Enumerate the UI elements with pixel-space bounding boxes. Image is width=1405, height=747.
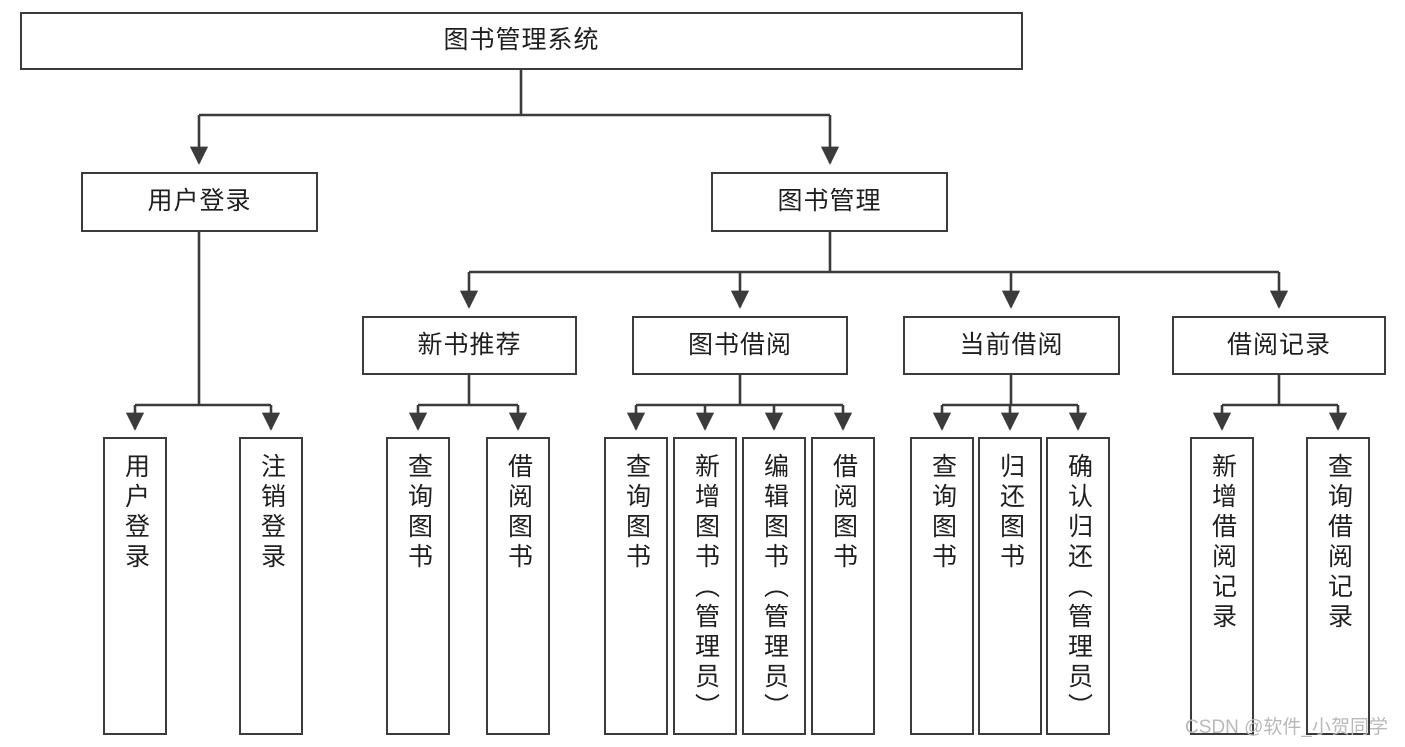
node-leaf-query-book-2[interactable]: 查询图书 [604,437,668,735]
node-book-borrow[interactable]: 图书借阅 [632,316,848,375]
node-leaf-edit-book[interactable]: 编辑图书（管理员） [742,437,806,735]
node-leaf-logout-label: 注销登录 [257,453,286,573]
node-current-borrow-label: 当前借阅 [959,330,1064,359]
node-leaf-return-book[interactable]: 归还图书 [978,437,1042,735]
node-book-manage[interactable]: 图书管理 [711,172,948,232]
node-new-book-rec[interactable]: 新书推荐 [362,316,577,375]
node-leaf-add-book[interactable]: 新增图书（管理员） [673,437,737,735]
node-leaf-query-book-3-label: 查询图书 [928,453,957,573]
node-current-borrow[interactable]: 当前借阅 [903,316,1120,375]
node-leaf-borrow-book-1-label: 借阅图书 [504,453,533,573]
node-leaf-add-record[interactable]: 新增借阅记录 [1190,437,1254,735]
node-leaf-query-record[interactable]: 查询借阅记录 [1306,437,1370,735]
node-user-login-label: 用户登录 [147,187,252,216]
node-leaf-query-book-2-label: 查询图书 [622,453,651,573]
node-leaf-borrow-book-1[interactable]: 借阅图书 [486,437,550,735]
node-leaf-add-record-label: 新增借阅记录 [1208,453,1237,633]
node-leaf-logout[interactable]: 注销登录 [239,437,303,735]
node-leaf-confirm-return[interactable]: 确认归还（管理员） [1046,437,1110,735]
csdn-watermark: CSDN @软件_小贺同学 [1185,717,1388,738]
node-leaf-return-book-label: 归还图书 [996,453,1025,573]
node-leaf-confirm-return-label: 确认归还（管理员） [1064,453,1093,723]
node-borrow-record[interactable]: 借阅记录 [1172,316,1386,375]
node-leaf-query-book-1-label: 查询图书 [404,453,433,573]
node-leaf-query-record-label: 查询借阅记录 [1324,453,1353,633]
node-leaf-add-book-label: 新增图书（管理员） [691,453,720,723]
node-leaf-user-login-label: 用户登录 [121,453,150,573]
node-leaf-user-login[interactable]: 用户登录 [103,437,167,735]
node-user-login[interactable]: 用户登录 [81,172,318,232]
node-root-label: 图书管理系统 [443,26,600,55]
node-leaf-borrow-book-2-label: 借阅图书 [829,453,858,573]
node-borrow-record-label: 借阅记录 [1226,330,1331,359]
node-book-borrow-label: 图书借阅 [687,330,792,359]
node-leaf-edit-book-label: 编辑图书（管理员） [760,453,789,723]
node-root[interactable]: 图书管理系统 [20,12,1023,70]
node-leaf-query-book-3[interactable]: 查询图书 [910,437,974,735]
node-leaf-query-book-1[interactable]: 查询图书 [386,437,450,735]
node-book-manage-label: 图书管理 [777,187,882,216]
node-leaf-borrow-book-2[interactable]: 借阅图书 [811,437,875,735]
node-new-book-rec-label: 新书推荐 [417,330,522,359]
